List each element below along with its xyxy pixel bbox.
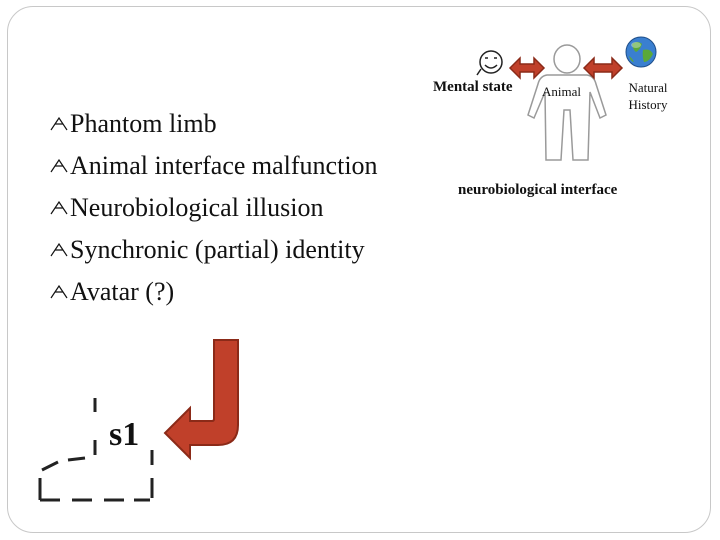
smiley-face-icon: [476, 50, 503, 76]
bullet-text: Synchronic (partial) identity: [70, 235, 365, 264]
neurobiological-interface-label: neurobiological interface: [458, 182, 618, 198]
s1-label: s1: [109, 416, 140, 453]
human-figure-icon: [527, 44, 607, 161]
s1-dashed-outline: [38, 398, 154, 502]
double-arrow-icon: [582, 56, 624, 80]
bullet-icon: [48, 229, 70, 271]
globe-icon: [625, 36, 657, 68]
return-arrow-icon: [163, 339, 239, 461]
bullet-text: Animal interface malfunction: [70, 151, 378, 180]
bullet-item-animal-interface: Animal interface malfunction: [48, 145, 408, 187]
mental-state-label: Mental state: [433, 79, 513, 95]
bullet-item-synchronic-identity: Synchronic (partial) identity: [48, 229, 408, 271]
bullet-item-phantom-limb: Phantom limb: [48, 103, 408, 145]
natural-history-label: Natural History: [628, 80, 668, 112]
bullet-icon: [48, 271, 70, 313]
bullet-text: Avatar (?): [70, 277, 175, 306]
bullet-list: Phantom limb Animal interface malfunctio…: [48, 103, 408, 313]
slide-frame: [7, 6, 711, 533]
bullet-item-neurobiological-illusion: Neurobiological illusion: [48, 187, 408, 229]
bullet-text: Neurobiological illusion: [70, 193, 324, 222]
animal-label: Animal: [542, 84, 581, 99]
bullet-text: Phantom limb: [70, 109, 217, 138]
double-arrow-icon: [508, 56, 546, 80]
bullet-icon: [48, 145, 70, 187]
bullet-icon: [48, 187, 70, 229]
bullet-item-avatar: Avatar (?): [48, 271, 408, 313]
bullet-icon: [48, 103, 70, 145]
